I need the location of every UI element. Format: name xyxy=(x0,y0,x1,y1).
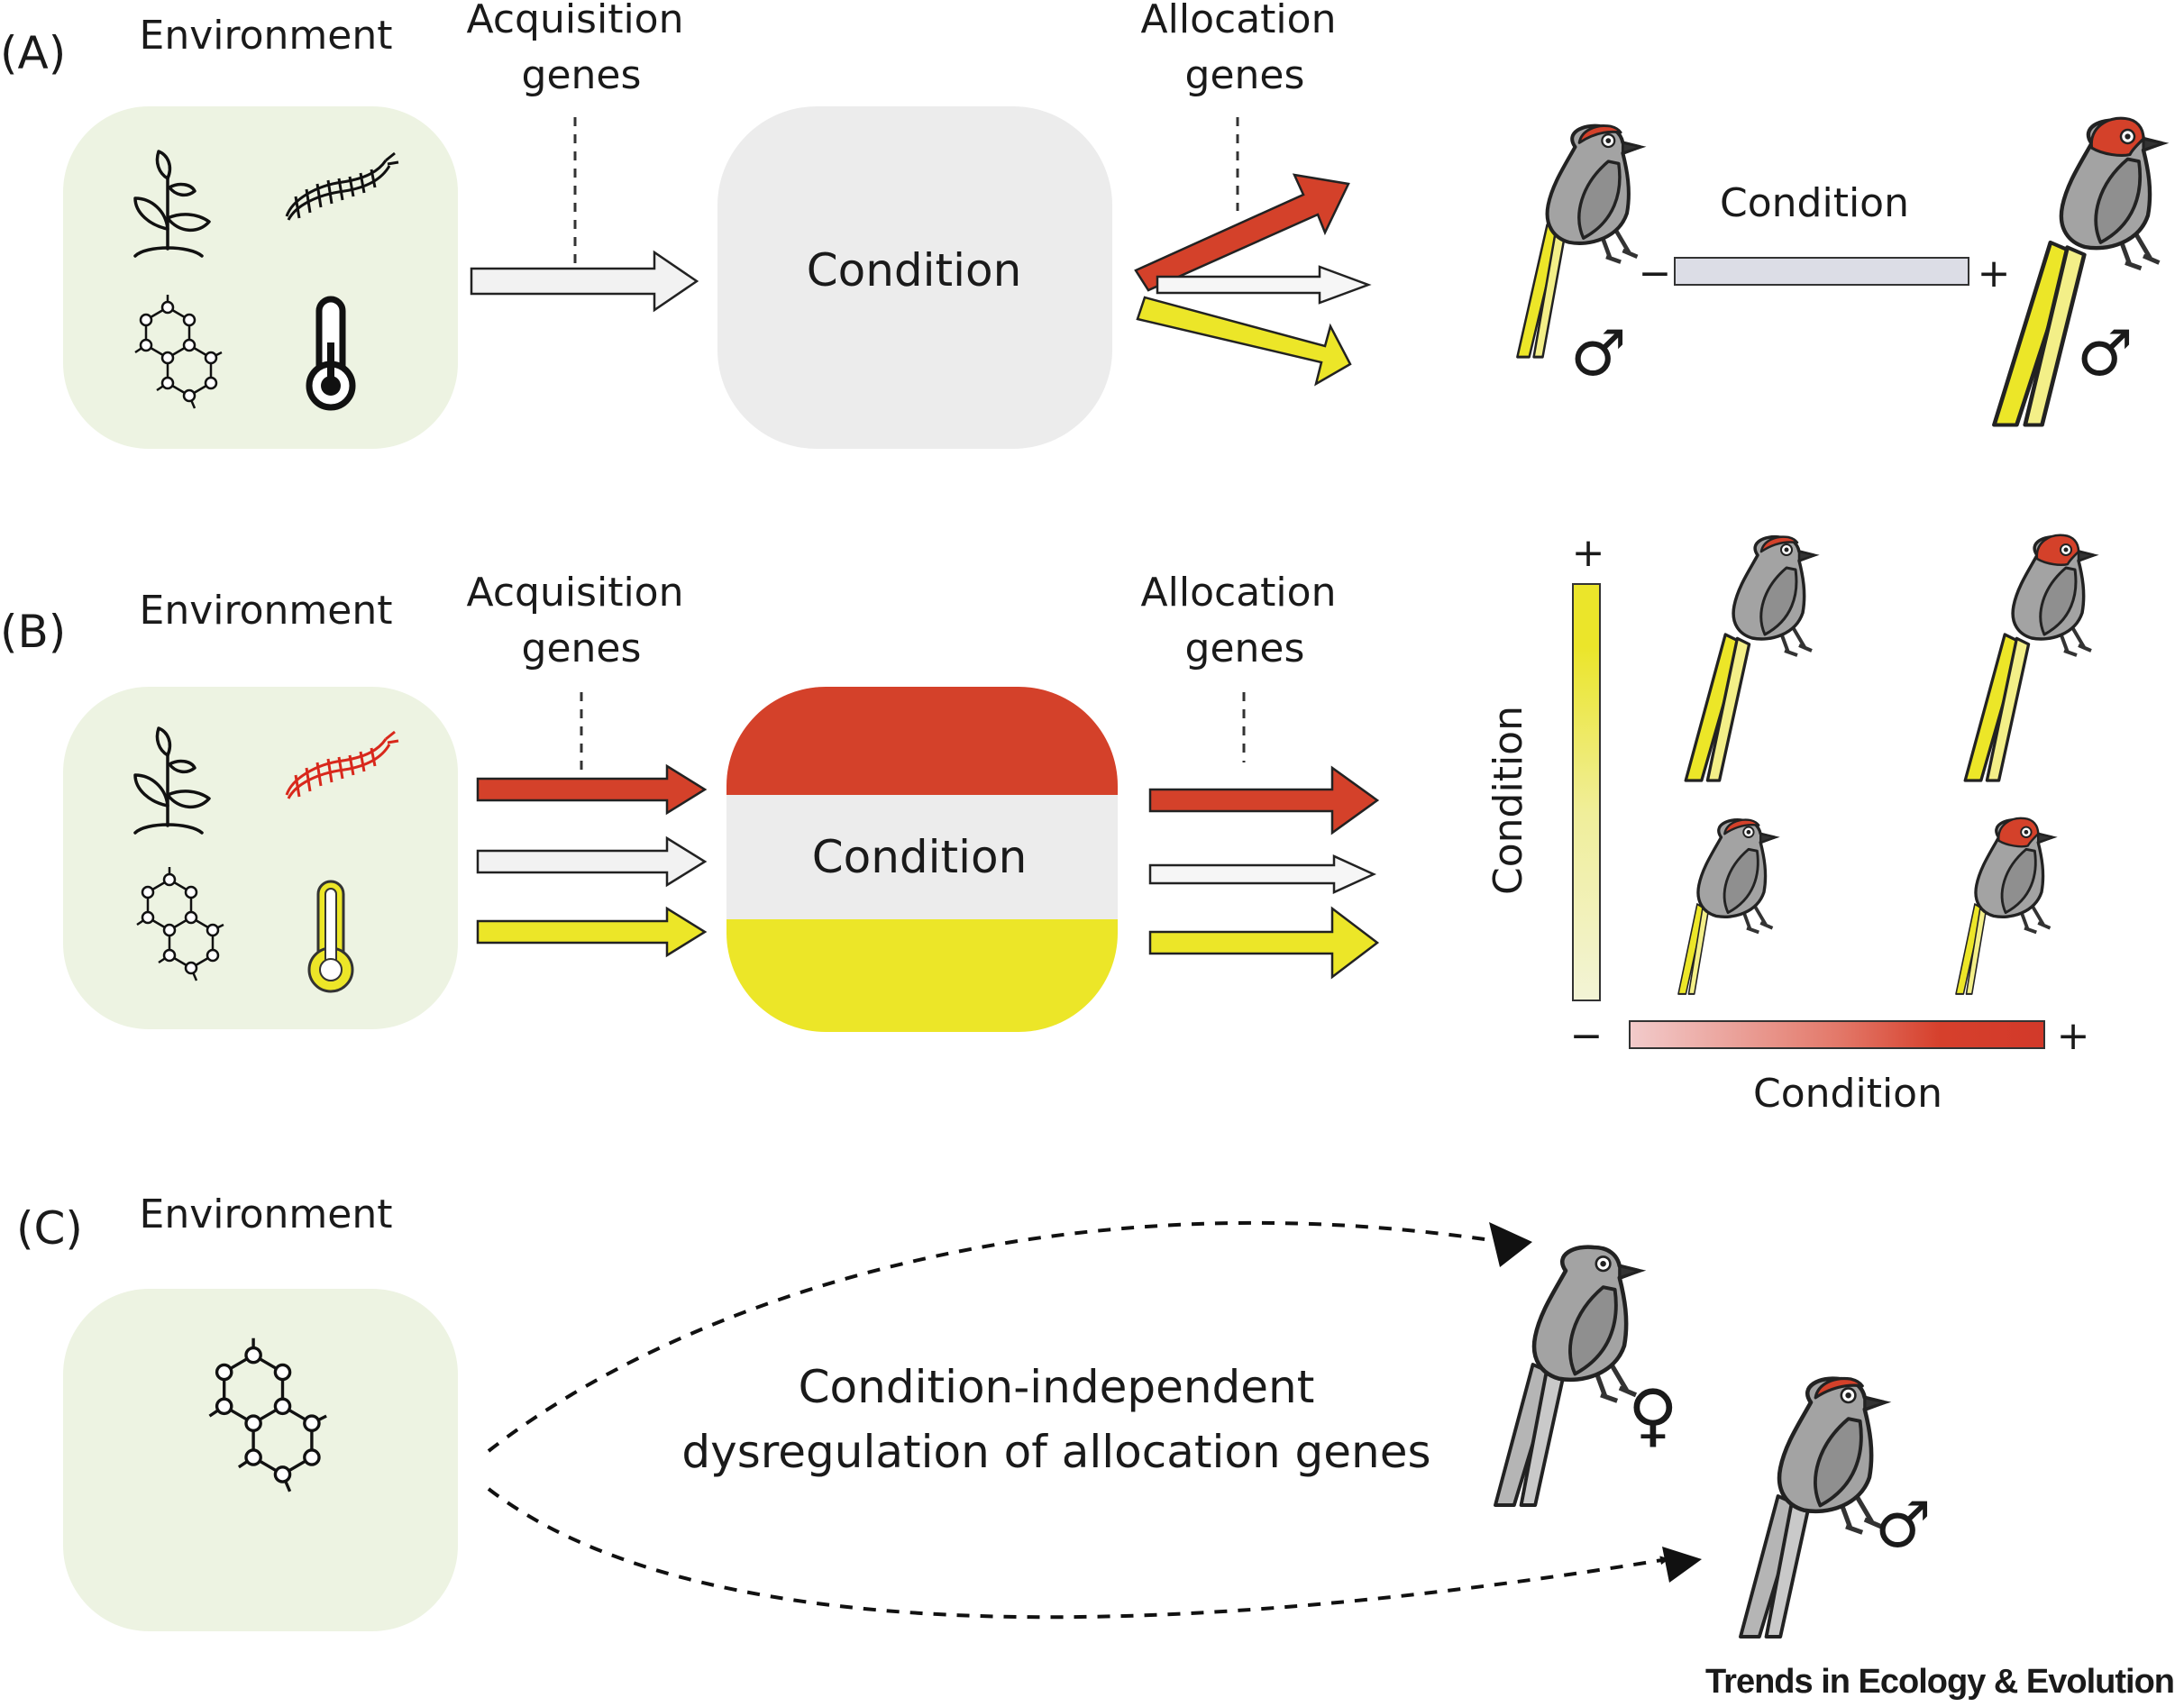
panel-a-acquisition-arrow xyxy=(470,250,699,313)
panel-b: (B) Environment Acquisition genes Condit… xyxy=(0,530,2097,1117)
panel-a-allocation-label-1: Allocation xyxy=(1141,0,1337,42)
panel-a-condition-scale-bar xyxy=(1674,257,1969,286)
panel-b-allocation-label-2: genes xyxy=(1185,625,1305,671)
panel-b-acquisition-arrow-red xyxy=(476,763,708,816)
panel-c-bird-female xyxy=(1494,1247,1640,1507)
panel-b-acquisition-arrow-yellow xyxy=(476,906,708,958)
panel-a-condition-box xyxy=(717,106,1112,449)
panel-b-environment-box xyxy=(63,687,458,1029)
panel-c-arrow-to-female xyxy=(487,1220,1516,1453)
panel-a-environment-box xyxy=(63,106,458,449)
panel-a-acquisition-label-1: Acquisition xyxy=(467,0,684,42)
panel-a-acquisition-label-2: genes xyxy=(522,52,642,98)
panel-b-bird-top-right xyxy=(1963,534,2097,782)
thermometer-icon-yellow xyxy=(307,880,354,993)
panel-a-allocation-label-2: genes xyxy=(1185,52,1305,98)
panel-b-condition-label: Condition xyxy=(812,831,1028,883)
panel-a-condition-label: Condition xyxy=(807,244,1022,297)
panel-a-letter: (A) xyxy=(0,27,66,79)
panel-a-allocation-arrow-yellow xyxy=(1136,296,1352,387)
panel-a-scale-minus: − xyxy=(1639,251,1672,297)
panel-b-bird-bottom-right xyxy=(1955,817,2056,995)
panel-b-vertical-axis-label: Condition xyxy=(1485,706,1531,895)
panel-b-allocation-label-1: Allocation xyxy=(1141,570,1337,616)
thermometer-icon xyxy=(306,296,356,411)
panel-b-letter: (B) xyxy=(0,606,66,658)
panel-a-allocation-arrow-red xyxy=(1134,173,1350,292)
panel-c-arrow-to-male xyxy=(487,1487,1669,1620)
panel-a-scale-plus: + xyxy=(1978,251,2011,297)
journal-credit: Trends in Ecology & Evolution xyxy=(1705,1663,2174,1701)
panel-c-arrowhead-1 xyxy=(1489,1222,1532,1267)
panel-b-condition-box xyxy=(726,687,1118,1032)
panel-a-male-symbol-1: ♂ xyxy=(1570,316,1627,390)
panel-b-allocation-arrow-red xyxy=(1148,765,1380,835)
panel-b-bird-top-left xyxy=(1684,534,1817,782)
panel-c-male-symbol: ♂ xyxy=(1875,1488,1932,1562)
panel-b-vertical-condition-bar xyxy=(1572,583,1601,1001)
panel-c-letter: (C) xyxy=(16,1202,83,1255)
panel-b-acquisition-label-2: genes xyxy=(522,625,642,671)
panel-a-male-symbol-2: ♂ xyxy=(2077,316,2134,390)
panel-b-allocation-arrow-grey xyxy=(1148,854,1377,894)
panel-b-bird-bottom-left xyxy=(1677,817,1778,995)
panel-b-allocation-arrow-yellow xyxy=(1148,906,1380,980)
panel-b-environment-label: Environment xyxy=(140,588,393,634)
panel-a-allocation-arrow-grey xyxy=(1156,265,1372,305)
panel-c-text-line-2: dysregulation of allocation genes xyxy=(681,1426,1430,1478)
panel-c-text-line-1: Condition-independent xyxy=(799,1361,1315,1413)
panel-b-acquisition-label-1: Acquisition xyxy=(467,570,684,616)
panel-b-acquisition-arrow-grey xyxy=(476,835,708,888)
panel-a-scale-label: Condition xyxy=(1720,180,1909,226)
panel-c-environment-label: Environment xyxy=(140,1191,393,1237)
panel-a: (A) Environment Acquisition genes Condit… xyxy=(0,0,2164,449)
panel-b-vertical-plus: + xyxy=(1572,530,1605,576)
panel-c-female-symbol: ♀ xyxy=(1628,1374,1678,1455)
panel-c: (C) Environment Condition-independent dy… xyxy=(16,1191,1932,1639)
panel-b-horizontal-axis-label: Condition xyxy=(1753,1071,1942,1117)
panel-b-horizontal-plus: + xyxy=(2057,1013,2090,1059)
panel-c-bird-male xyxy=(1739,1379,1886,1639)
panel-b-horizontal-condition-bar xyxy=(1629,1020,2045,1049)
panel-b-horizontal-minus: − xyxy=(1570,1013,1604,1059)
panel-a-environment-label: Environment xyxy=(140,13,393,59)
panel-c-arrowhead-2 xyxy=(1662,1547,1702,1583)
